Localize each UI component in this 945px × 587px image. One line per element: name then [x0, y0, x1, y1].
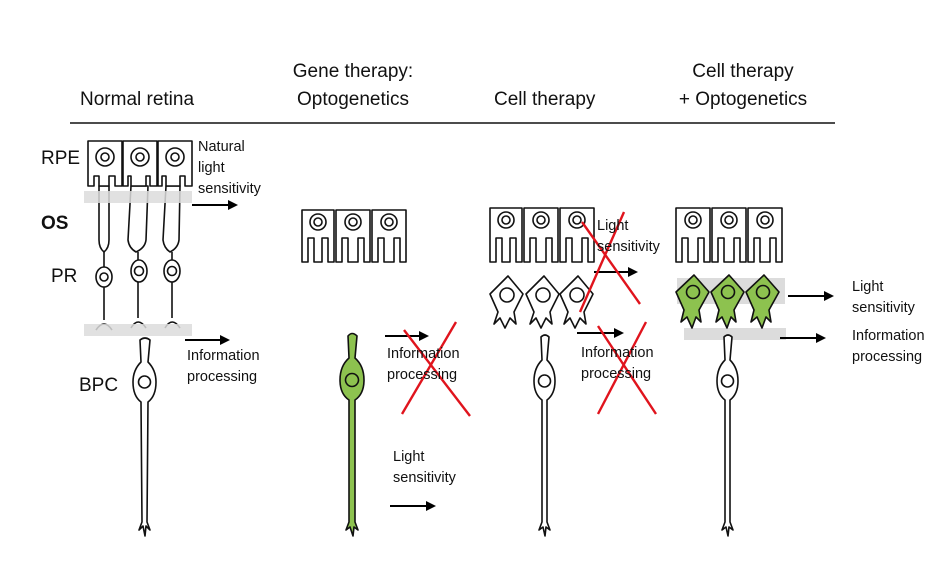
note-light-gene-line2: sensitivity [393, 470, 456, 486]
layer-label-os: OS [41, 213, 69, 234]
note-info-gene-line2: processing [387, 367, 458, 383]
note-light-ct-line1: Light [597, 218, 629, 234]
normal-retina-column [84, 140, 238, 537]
bipolar-cell-optogenetic [339, 332, 365, 537]
optogenetic-pr-2 [710, 274, 745, 329]
optogenetic-pr-1 [675, 274, 710, 329]
header-cell-therapy: Cell therapy [494, 89, 596, 110]
gene-therapy-column [301, 209, 471, 537]
header-gene-therapy-line1: Gene therapy: [292, 61, 414, 82]
note-info-combo-line2: processing [852, 349, 923, 365]
layer-label-rpe: RPE [41, 148, 81, 169]
cross-light-ct [578, 211, 641, 313]
note-info-ct-line1: Information [581, 345, 654, 361]
note-light-gene: Light sensitivity [393, 447, 456, 489]
note-light-ct: Light sensitivity [597, 216, 660, 258]
layer-label-pr: PR [51, 266, 78, 287]
note-light-ct-line2: sensitivity [597, 239, 660, 255]
cell-therapy-column [489, 207, 658, 537]
note-light-combo-line2: sensitivity [852, 300, 915, 316]
note-info-gene: Information processing [387, 344, 460, 386]
note-light-combo-line1: Light [852, 279, 884, 295]
note-info-normal: Information processing [187, 346, 260, 388]
note-info-gene-line1: Information [387, 346, 460, 362]
note-info-combo-line1: Information [852, 328, 925, 344]
header-combo-line2: + Optogenetics [678, 89, 808, 110]
bipolar-cell-ct [533, 334, 556, 537]
bipolar-cell-normal [132, 337, 157, 537]
note-info-combo: Information processing [852, 326, 925, 368]
note-natural-line2: light [198, 160, 225, 176]
note-info-ct-line2: processing [581, 366, 652, 382]
layer-label-bpc: BPC [79, 375, 119, 396]
combo-column [675, 207, 834, 537]
header-combo-line1: Cell therapy [692, 61, 794, 82]
synapse-band-combo [684, 328, 786, 340]
cross-information-ct [596, 321, 658, 415]
note-info-normal-line2: processing [187, 369, 258, 385]
note-info-ct: Information processing [581, 343, 654, 385]
note-natural-line1: Natural [198, 139, 245, 155]
note-natural-line3: sensitivity [198, 181, 261, 197]
note-light-gene-line1: Light [393, 449, 425, 465]
note-info-normal-line1: Information [187, 348, 260, 364]
photoreceptor-soma-1 [95, 266, 113, 288]
optogenetic-pr-3 [745, 274, 780, 329]
photoreceptor-soma-3 [163, 259, 181, 283]
header-gene-therapy: Gene therapy: Optogenetics [288, 58, 418, 114]
header-normal-retina: Normal retina [80, 89, 195, 110]
photoreceptor-soma-2 [130, 259, 148, 283]
synapse-band [84, 324, 192, 336]
os-band [84, 191, 192, 203]
header-cell-optogenetics: Cell therapy + Optogenetics [668, 58, 818, 114]
header-gene-therapy-line2: Optogenetics [297, 89, 409, 110]
cross-information-gene [400, 321, 471, 417]
bipolar-cell-combo [716, 334, 739, 537]
note-natural-light: Natural light sensitivity [198, 137, 261, 200]
note-light-combo: Light sensitivity [852, 277, 915, 319]
